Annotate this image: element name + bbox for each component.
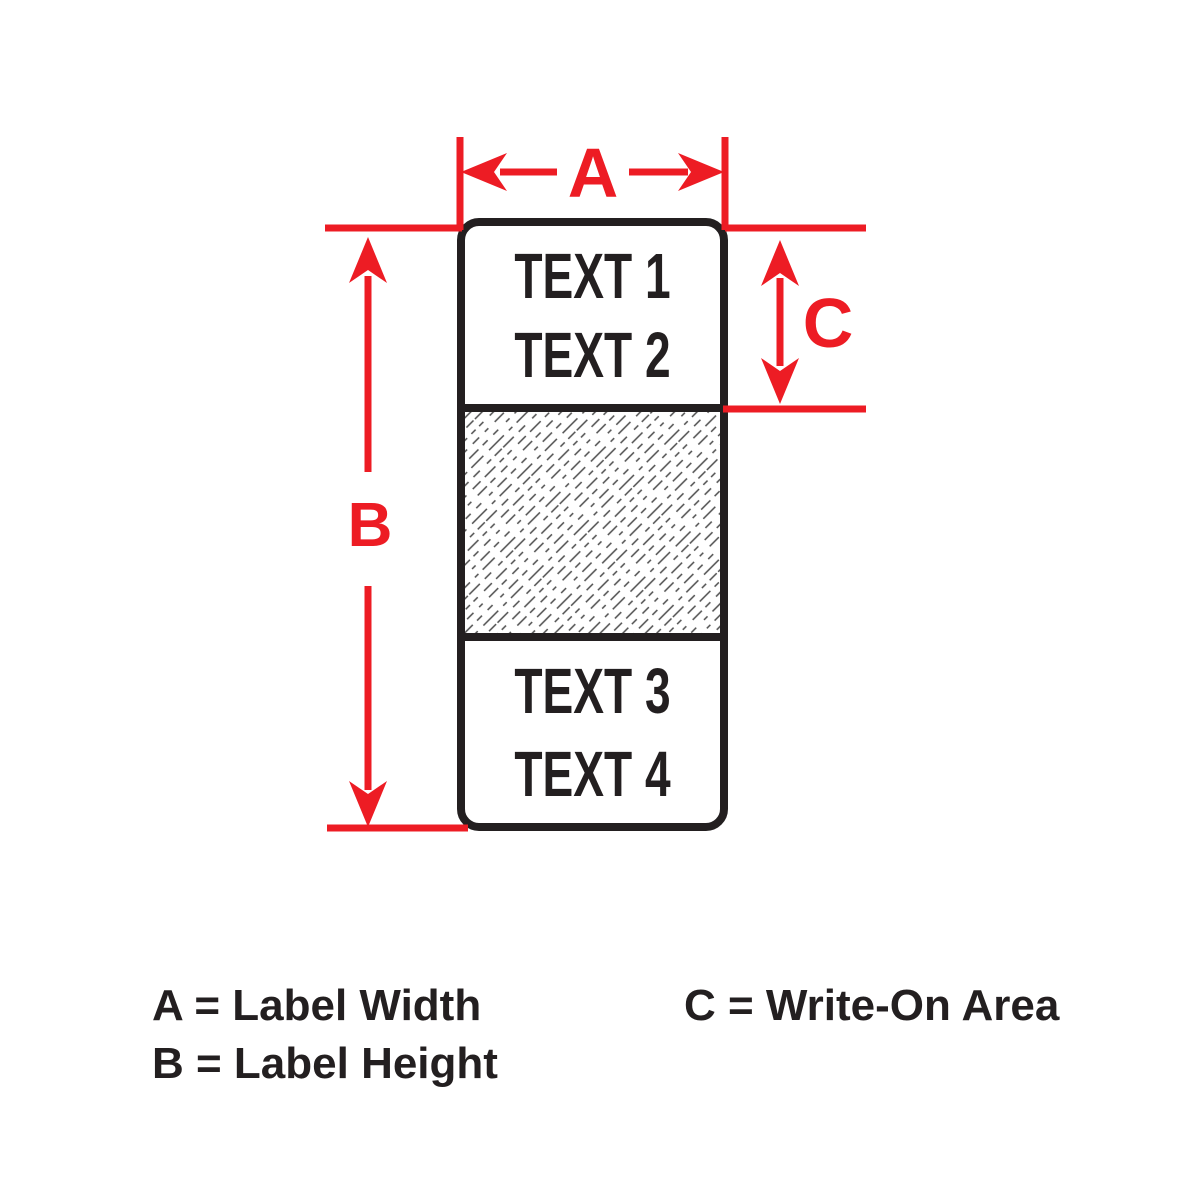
section-divider-top: [465, 404, 720, 412]
label-write-on-section: TEXT 1 TEXT 2: [465, 226, 720, 404]
write-on-letter: C: [803, 284, 854, 362]
legend-write-on-area: C = Write-On Area: [684, 981, 1060, 1030]
legend-label-height: B = Label Height: [152, 1039, 498, 1088]
label-bottom-text-section: TEXT 3 TEXT 4: [465, 641, 720, 823]
write-on-dimension-arrow: C: [723, 224, 866, 413]
section-divider-bottom: [465, 633, 720, 641]
label-outline: TEXT 1 TEXT 2 TEXT 3: [457, 218, 728, 831]
height-letter: B: [348, 491, 393, 560]
width-dimension-arrow: A: [456, 134, 729, 230]
wrap-around-hatch-area: [465, 412, 720, 633]
label-text-line-2: TEXT 2: [514, 318, 671, 391]
height-dimension-arrow: B: [325, 224, 468, 832]
width-letter: A: [568, 134, 619, 212]
label-text-line-3: TEXT 3: [514, 654, 671, 727]
label-text-line-4: TEXT 4: [514, 737, 671, 810]
hatch-pattern: [465, 412, 720, 633]
legend-label-width: A = Label Width: [152, 981, 482, 1030]
label-text-line-1: TEXT 1: [514, 239, 671, 312]
